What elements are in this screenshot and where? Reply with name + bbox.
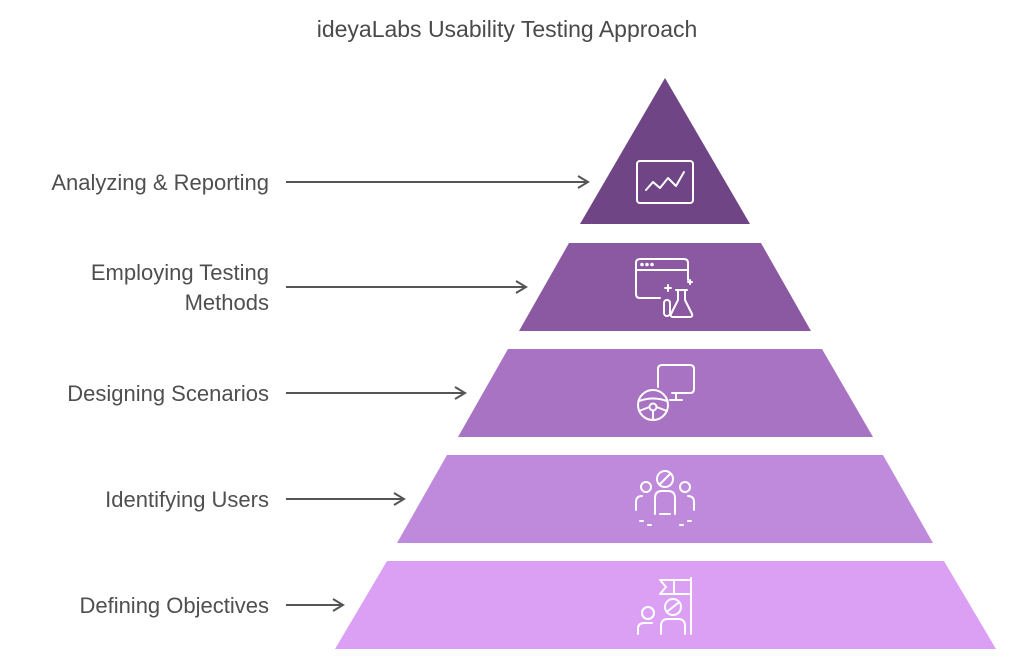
- steering-monitor-icon: [637, 364, 695, 421]
- level-label-designing: Designing Scenarios: [67, 381, 269, 406]
- users-icon: [635, 470, 695, 526]
- flag-people-icon: [637, 577, 692, 635]
- pyramid-level-designing: [458, 349, 873, 437]
- pyramid-level-analyzing: [580, 78, 750, 224]
- level-label-defining: Defining Objectives: [79, 593, 269, 618]
- level-label-employing: Employing Testing Methods: [90, 260, 269, 315]
- browser-lab-icon: [635, 258, 694, 318]
- chart-icon: [636, 160, 694, 204]
- level-label-identifying: Identifying Users: [105, 487, 269, 512]
- diagram-title: ideyaLabs Usability Testing Approach: [316, 16, 698, 42]
- level-label-analyzing: Analyzing & Reporting: [51, 170, 269, 195]
- pyramid-level-identifying: [397, 455, 933, 543]
